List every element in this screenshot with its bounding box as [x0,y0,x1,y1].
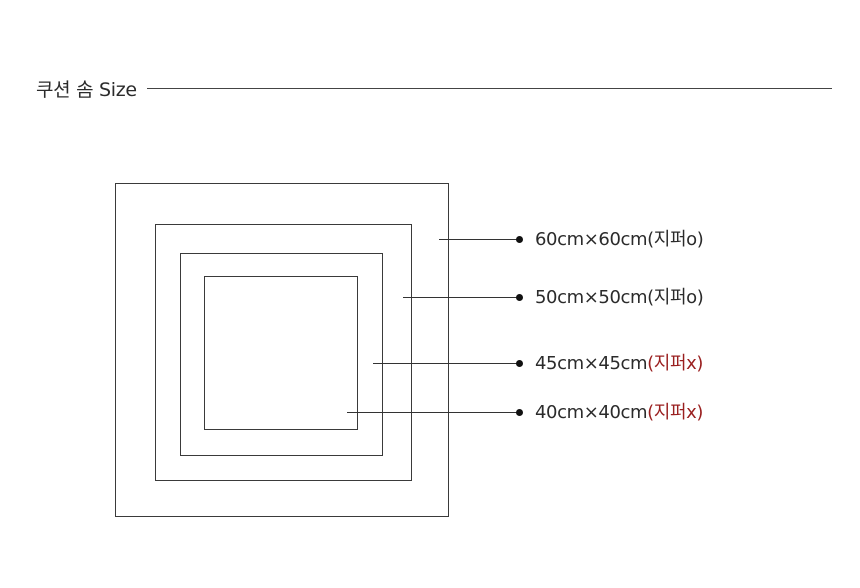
zipper-note: (지퍼x) [647,402,703,423]
leader-line-50cm [403,297,520,298]
leader-line-45cm [373,363,520,364]
square-60cm [115,183,449,517]
bullet-dot-60cm [516,236,523,243]
leader-line-40cm [347,412,520,413]
size-dimension: 40cm×40cm [535,402,648,423]
leader-line-60cm [439,239,520,240]
zipper-note: (지퍼o) [647,287,704,308]
bullet-dot-45cm [516,360,523,367]
zipper-note: (지퍼o) [647,229,704,250]
bullet-dot-40cm [516,409,523,416]
bullet-dot-50cm [516,294,523,301]
size-dimension: 50cm×50cm [535,287,648,308]
zipper-note: (지퍼x) [647,353,703,374]
size-dimension: 60cm×60cm [535,229,648,250]
size-label-60cm: 60cm×60cm(지퍼o) [535,229,704,251]
size-label-45cm: 45cm×45cm(지퍼x) [535,353,703,375]
section-title: 쿠션 솜 Size [36,78,137,101]
square-50cm [155,224,412,481]
header-rule [146,87,832,89]
section-header: 쿠션 솜 Size [36,74,832,102]
size-dimension: 45cm×45cm [535,353,648,374]
size-label-40cm: 40cm×40cm(지퍼x) [535,402,703,424]
square-40cm [204,276,358,430]
square-45cm [180,253,383,456]
size-label-50cm: 50cm×50cm(지퍼o) [535,287,704,309]
